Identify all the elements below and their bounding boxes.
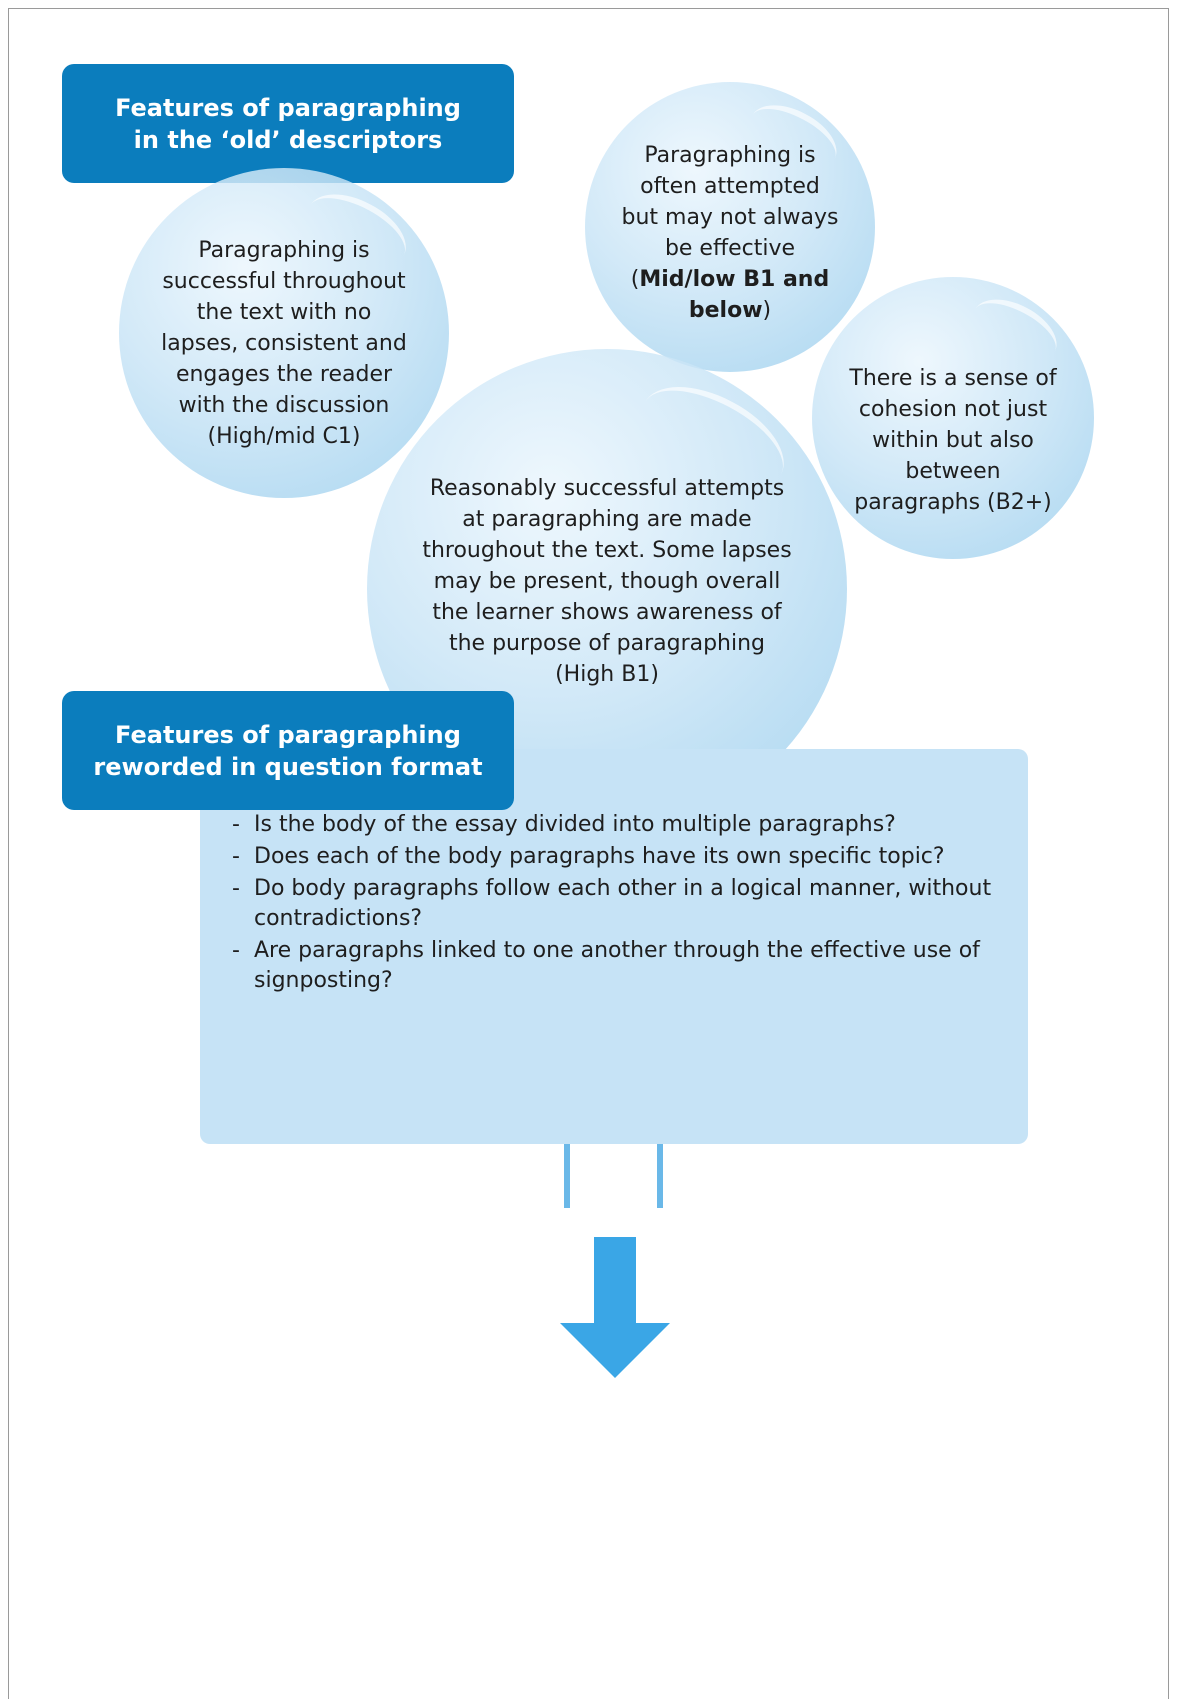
arrow-head <box>560 1323 670 1378</box>
header-old-descriptors: Features of paragraphing in the ‘old’ de… <box>62 64 514 183</box>
bubble-c1 <box>119 168 449 498</box>
bubble-high-b1-label: Reasonably successful attempts at paragr… <box>422 476 792 687</box>
bubble-b2 <box>812 277 1094 559</box>
question-item: Does each of the body paragraphs have it… <box>232 842 1002 872</box>
question-item: Do body paragraphs follow each other in … <box>232 874 1002 934</box>
bubble-b1-low <box>585 82 875 372</box>
header-question-format: Features of paragraphing reworded in que… <box>62 691 514 810</box>
bubble-b1-low-close: ) <box>762 298 772 323</box>
question-list: Is the body of the essay divided into mu… <box>232 810 1002 998</box>
header-old-descriptors-text: Features of paragraphing in the ‘old’ de… <box>115 93 461 154</box>
arrow-shaft <box>594 1237 636 1325</box>
bubble-b2-label: There is a sense of cohesion not just wi… <box>849 366 1057 515</box>
bubble-b2-text: There is a sense of cohesion not just wi… <box>846 363 1060 518</box>
header-question-format-text: Features of paragraphing reworded in que… <box>93 720 483 781</box>
bubble-b1-low-bold: Mid/low B1 and below <box>639 267 830 323</box>
question-item: Is the body of the essay divided into mu… <box>232 810 1002 840</box>
bubble-c1-text: Paragraphing is successful throughout th… <box>158 235 410 452</box>
bubble-c1-label: Paragraphing is successful throughout th… <box>161 238 407 449</box>
page-frame <box>8 8 1169 1699</box>
bubble-b1-low-text: Paragraphing is often attempted but may … <box>620 140 840 326</box>
bubble-high-b1-text: Reasonably successful attempts at paragr… <box>417 473 797 690</box>
bubble-b1-low-label: Paragraphing is often attempted but may … <box>621 143 839 292</box>
question-item: Are paragraphs linked to one another thr… <box>232 936 1002 996</box>
